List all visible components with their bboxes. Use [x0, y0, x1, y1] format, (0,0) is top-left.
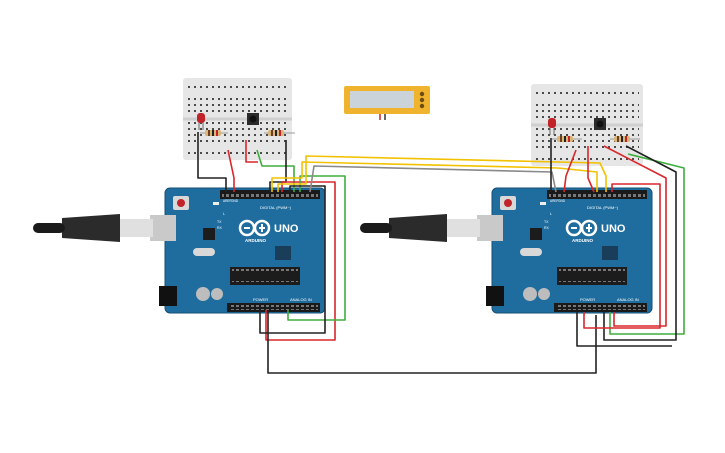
- resistor-right-2[interactable]: [610, 136, 640, 142]
- board-logo-text: UNO: [274, 223, 299, 235]
- wire-black: [267, 310, 597, 374]
- gnd-label: GND: [231, 199, 239, 203]
- wire-red: [245, 140, 258, 163]
- rx-label: RX: [544, 226, 550, 230]
- wire-black: [269, 140, 287, 192]
- led-left[interactable]: [197, 113, 205, 130]
- wire-black: [576, 312, 672, 347]
- digital-header-label: DIGITAL (PWM~): [587, 205, 619, 210]
- wire-red: [583, 183, 661, 329]
- digital-header-label: DIGITAL (PWM~): [260, 205, 292, 210]
- lcd-display[interactable]: [344, 86, 430, 120]
- board-logo-text: UNO: [601, 223, 626, 235]
- usb-cable-left[interactable]: [33, 214, 176, 242]
- wire-black: [259, 185, 326, 334]
- rx-label: RX: [217, 226, 223, 230]
- arduino-right[interactable]: UNO ARDUINO DIGITAL (PWM~) POWER ANALOG …: [486, 187, 653, 314]
- aref-label: AREF: [223, 199, 232, 203]
- l-led-label: L: [550, 212, 552, 216]
- pushbutton-left[interactable]: [247, 113, 259, 125]
- wire-black: [197, 132, 227, 192]
- wire-red: [587, 146, 595, 193]
- wire-red: [563, 149, 577, 193]
- analog-header-label: ANALOG IN: [617, 297, 639, 302]
- wire-black: [603, 145, 677, 341]
- power-header-label: POWER: [253, 297, 268, 302]
- tx-label: TX: [544, 220, 549, 224]
- analog-header-label: ANALOG IN: [290, 297, 312, 302]
- tx-label: TX: [217, 220, 222, 224]
- wire-yellow: [277, 155, 607, 192]
- resistor-left-1[interactable]: [200, 130, 228, 136]
- power-header-label: POWER: [580, 297, 595, 302]
- l-led-label: L: [223, 212, 225, 216]
- resistor-right-1[interactable]: [552, 136, 582, 142]
- arduino-logo-right: [565, 219, 598, 237]
- breadboard-left[interactable]: [183, 78, 292, 160]
- wire-gray: [309, 165, 557, 193]
- wire-red: [227, 149, 235, 192]
- arduino-logo-left: [238, 219, 271, 237]
- board-brand-text: ARDUINO: [245, 238, 266, 243]
- wire-red: [603, 145, 667, 327]
- wire-green: [256, 149, 295, 192]
- led-right[interactable]: [548, 118, 556, 135]
- usb-cable-right[interactable]: [360, 214, 503, 242]
- wires: [197, 132, 685, 374]
- resistor-left-2[interactable]: [264, 130, 295, 136]
- arduino-left[interactable]: UNO ARDUINO DIGITAL (PWM~) POWER ANALOG …: [159, 187, 326, 314]
- wire-yellow: [271, 161, 598, 192]
- wire-green: [609, 153, 685, 335]
- aref-label: AREF: [550, 199, 559, 203]
- pushbutton-right[interactable]: [594, 118, 606, 130]
- board-brand-text: ARDUINO: [572, 238, 593, 243]
- breadboard-right[interactable]: [531, 84, 643, 166]
- gnd-label: GND: [558, 199, 566, 203]
